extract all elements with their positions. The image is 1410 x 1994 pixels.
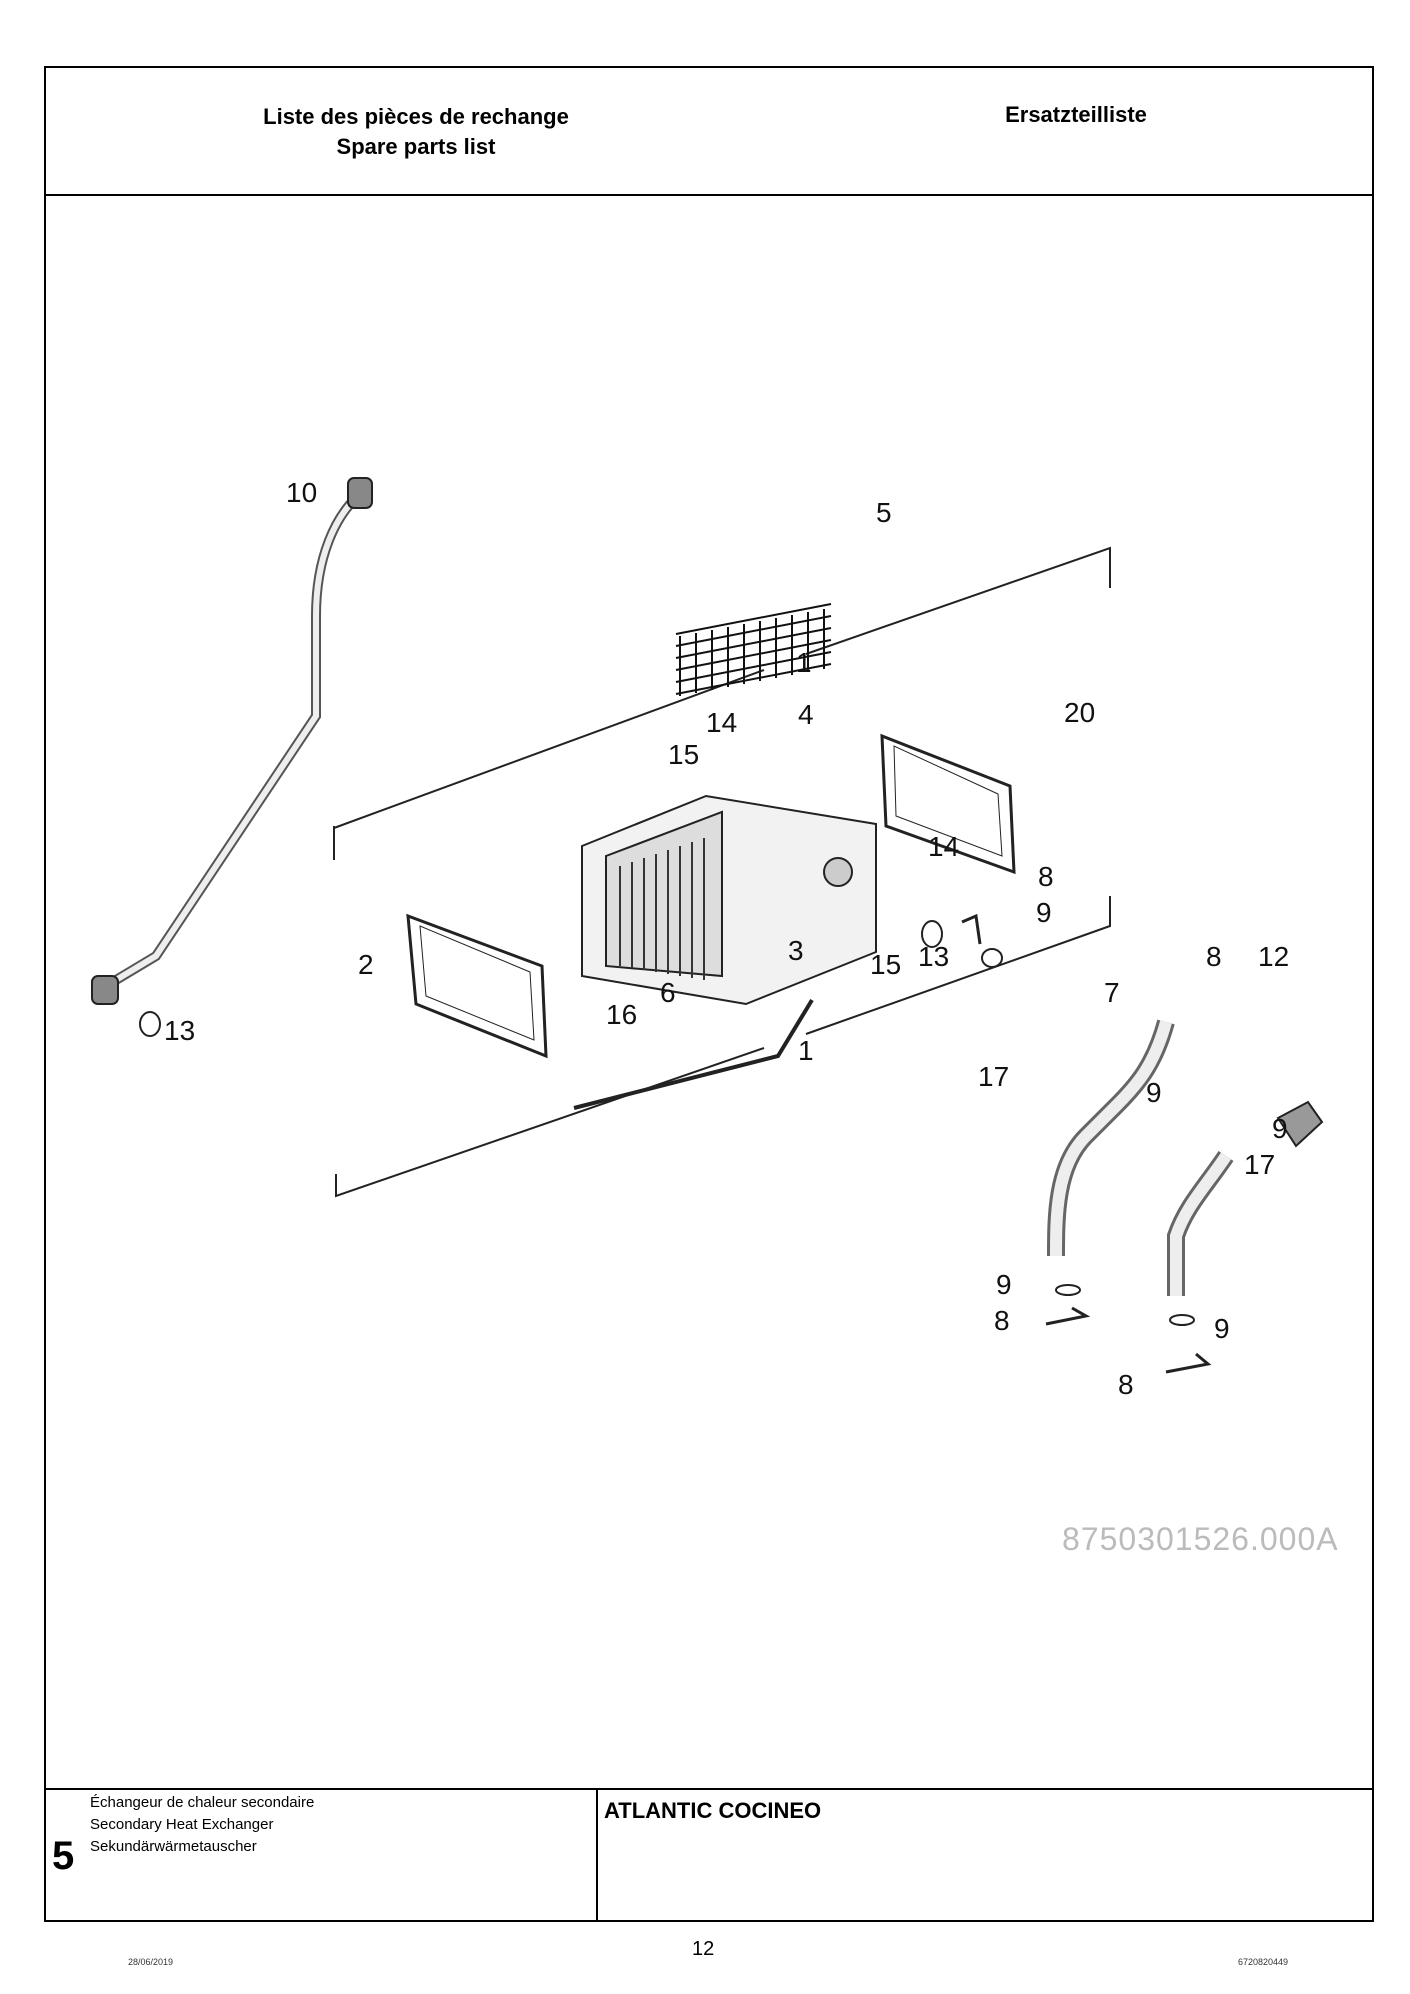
page-number: 12 — [692, 1938, 715, 1960]
label: 13 — [164, 1015, 195, 1046]
pipe-10-end-bottom — [91, 975, 119, 1005]
label: 2 — [358, 949, 374, 980]
clip-8 — [961, 913, 982, 945]
title-de: Ersatzteilliste — [1005, 102, 1147, 127]
label: 9 — [1146, 1077, 1162, 1108]
title-en: Spare parts list — [336, 134, 496, 159]
pipe-6 — [573, 998, 814, 1110]
section-title-en: Secondary Heat Exchanger — [90, 1816, 274, 1833]
label: 15 — [870, 949, 901, 980]
label: 1 — [796, 647, 812, 678]
section-title-fr: Échangeur de chaleur secondaire — [90, 1794, 315, 1811]
label: 20 — [1064, 697, 1095, 728]
label: 9 — [1036, 897, 1052, 928]
footer-divider — [596, 1790, 598, 1922]
product-name: ATLANTIC COCINEO — [604, 1798, 822, 1823]
title-fr: Liste des pièces de rechange — [263, 104, 569, 129]
doc-number: 6720820449 — [1238, 1957, 1289, 1967]
label: 17 — [1244, 1149, 1275, 1180]
section-title-de: Sekundärwärmetauscher — [90, 1838, 257, 1855]
label: 1 — [798, 1035, 814, 1066]
o-ring-13-right — [921, 920, 943, 948]
part-labels: 10 5 1 14 4 15 20 14 8 9 13 2 3 15 16 6 … — [164, 477, 1339, 1557]
fitting-12 — [1276, 1100, 1324, 1148]
title-fr-en: Liste des pièces de rechange Spare parts… — [166, 102, 666, 162]
clip-8-bottom-left — [1045, 1306, 1091, 1326]
label: 6 — [660, 977, 676, 1008]
o-ring-9-bottom-right — [1169, 1314, 1195, 1326]
label: 9 — [1214, 1313, 1230, 1344]
pipe-10-end-top — [347, 477, 373, 509]
o-ring-9-bottom-left — [1055, 1284, 1081, 1296]
pipe-17-right-inner — [1170, 1152, 1231, 1296]
gasket-2 — [406, 913, 548, 1059]
label: 14 — [706, 707, 737, 738]
label: 9 — [996, 1269, 1012, 1300]
label: 13 — [918, 941, 949, 972]
section-titles: Échangeur de chaleur secondaire Secondar… — [90, 1792, 314, 1858]
clip-8-bottom-right — [1165, 1352, 1212, 1374]
exploded-view-diagram: 10 5 1 14 4 15 20 14 8 9 13 2 3 15 16 6 … — [46, 196, 1372, 1788]
label: 16 — [606, 999, 637, 1030]
label: 7 — [1104, 977, 1120, 1008]
grid-5 — [675, 603, 832, 696]
label: 15 — [668, 739, 699, 770]
drawing-reference: 8750301526.000A — [1062, 1521, 1339, 1557]
heat-exchanger-fins — [619, 838, 705, 980]
o-ring-9 — [981, 948, 1003, 968]
header: Liste des pièces de rechange Spare parts… — [46, 68, 1372, 196]
label: 12 — [1258, 941, 1289, 972]
label: 10 — [286, 477, 317, 508]
label: 17 — [978, 1061, 1009, 1092]
gasket-20-inner — [893, 745, 1003, 857]
footer: 5 Échangeur de chaleur secondaire Second… — [46, 1788, 1372, 1922]
label: 9 — [1272, 1113, 1288, 1144]
label: 14 — [928, 831, 959, 862]
label: 4 — [798, 699, 814, 730]
gasket-2-inner — [419, 925, 535, 1041]
label: 8 — [1118, 1369, 1134, 1400]
section-number: 5 — [52, 1834, 75, 1878]
label: 8 — [1206, 941, 1222, 972]
label: 5 — [876, 497, 892, 528]
print-date: 28/06/2019 — [128, 1957, 174, 1967]
connector-port — [823, 857, 853, 887]
label: 8 — [1038, 861, 1054, 892]
gasket-20 — [880, 733, 1016, 875]
label: 3 — [788, 935, 804, 966]
diagram-svg: 10 5 1 14 4 15 20 14 8 9 13 2 3 15 16 6 … — [91, 477, 1339, 1557]
page-frame: Liste des pièces de rechange Spare parts… — [44, 66, 1374, 1922]
bracket-top — [333, 546, 1111, 860]
pipe-10-inner — [104, 493, 361, 989]
label: 8 — [994, 1305, 1010, 1336]
pipe-17-left-inner — [1050, 1020, 1172, 1257]
o-ring-13-left — [139, 1011, 161, 1037]
